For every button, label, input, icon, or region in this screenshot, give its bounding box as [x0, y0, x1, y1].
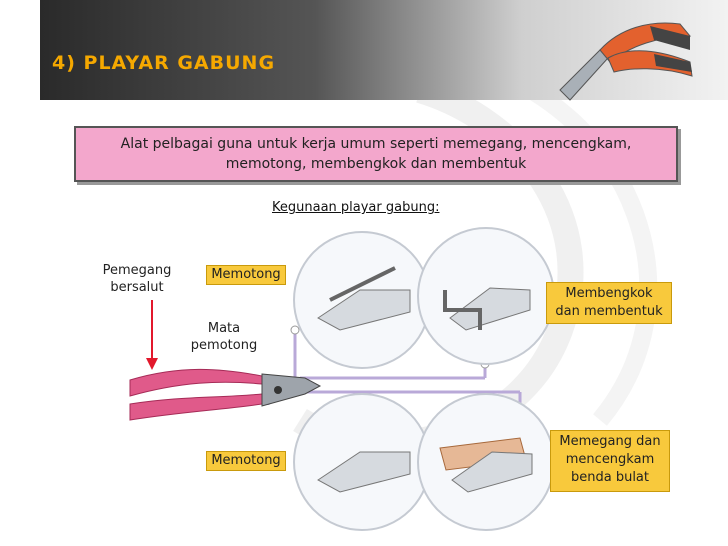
- detail-circle-cut-bottom: [294, 394, 430, 530]
- detail-circle-cut-top: [294, 232, 430, 368]
- detail-circle-grip: [418, 394, 554, 530]
- pemegang-bersalut-label: Pemegang bersalut: [100, 262, 174, 296]
- memotong-top-label: Memotong: [206, 265, 286, 285]
- memegang-label: Memegang dan mencengkam benda bulat: [550, 430, 670, 492]
- combination-pliers: [130, 369, 320, 420]
- membengkok-label: Membengkok dan membentuk: [546, 282, 672, 324]
- detail-circle-bend: [418, 228, 554, 364]
- memotong-bottom-label: Memotong: [206, 451, 286, 471]
- mata-pemotong-label: Mata pemotong: [184, 320, 264, 354]
